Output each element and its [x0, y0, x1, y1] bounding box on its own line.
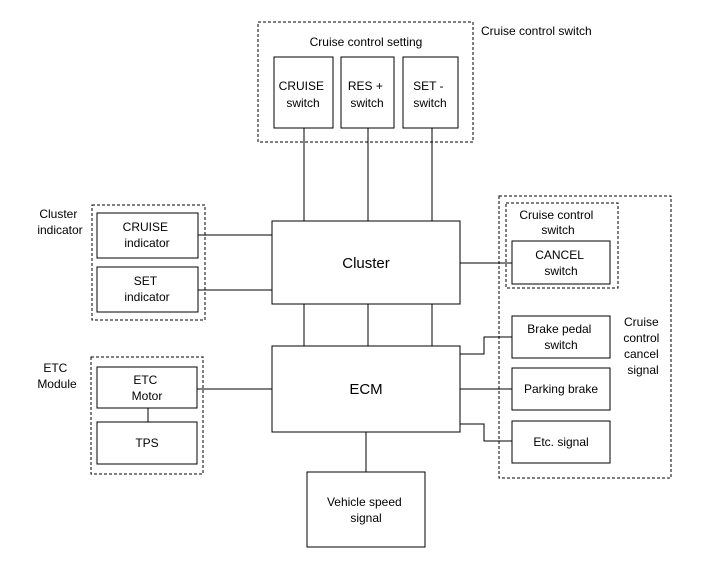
wire-ecm-etc-signal	[460, 423, 512, 442]
tps-label: TPS	[135, 436, 158, 450]
set-indicator-box	[96, 266, 199, 313]
connection-lines	[147, 128, 512, 472]
cruise-control-cancel-signal-label: Cruise control cancel signal	[623, 315, 662, 377]
set-indicator-label: SET indicator	[124, 274, 169, 304]
etc-module-group	[90, 356, 204, 475]
etc-signal-box	[511, 420, 611, 464]
set-switch-label: SET - switch	[413, 79, 447, 110]
vehicle-speed-signal-box	[306, 471, 426, 548]
parking-brake-label: Parking brake	[524, 382, 598, 396]
etc-motor-label: ETC Motor	[132, 373, 163, 403]
cruise-control-setting-label: Cruise control setting	[310, 35, 423, 49]
etc-module-group-label: ETC Module	[37, 361, 77, 391]
brake-pedal-switch-label: Brake pedal switch	[527, 322, 594, 352]
cancel-switch-label: CANCEL switch	[535, 248, 587, 278]
wire-ecm-brake-pedal	[460, 336, 512, 355]
etc-motor-box	[96, 366, 198, 409]
res-switch-box	[340, 56, 395, 129]
vehicle-speed-signal-label: Vehicle speed signal	[327, 495, 405, 525]
cruise-indicator-box	[96, 212, 199, 259]
cluster-indicator-group-label: Cluster indicator	[37, 207, 82, 237]
cruise-control-switch-subgroup	[505, 202, 619, 289]
cruise-control-switch-subgroup-label: Cruise control switch	[519, 208, 596, 237]
brake-pedal-switch-box	[511, 315, 611, 359]
set-switch-box	[402, 56, 459, 129]
cruise-control-setting-group	[257, 21, 474, 143]
tps-box	[96, 421, 198, 465]
cruise-switch-box	[273, 56, 334, 129]
cruise-switch-label: CRUISE switch	[279, 79, 328, 110]
parking-brake-box	[511, 367, 611, 411]
cluster-box	[271, 220, 461, 305]
cruise-control-switch-group-label: Cruise control switch	[481, 24, 592, 38]
ecm-box	[271, 345, 461, 433]
res-switch-label: RES + switch	[348, 79, 386, 110]
cluster-label: Cluster	[342, 255, 390, 272]
etc-signal-label: Etc. signal	[533, 435, 588, 449]
cancel-switch-box	[511, 240, 611, 285]
ecm-label: ECM	[349, 381, 382, 398]
cruise-indicator-label: CRUISE indicator	[123, 220, 172, 250]
cluster-indicator-group	[91, 204, 206, 321]
